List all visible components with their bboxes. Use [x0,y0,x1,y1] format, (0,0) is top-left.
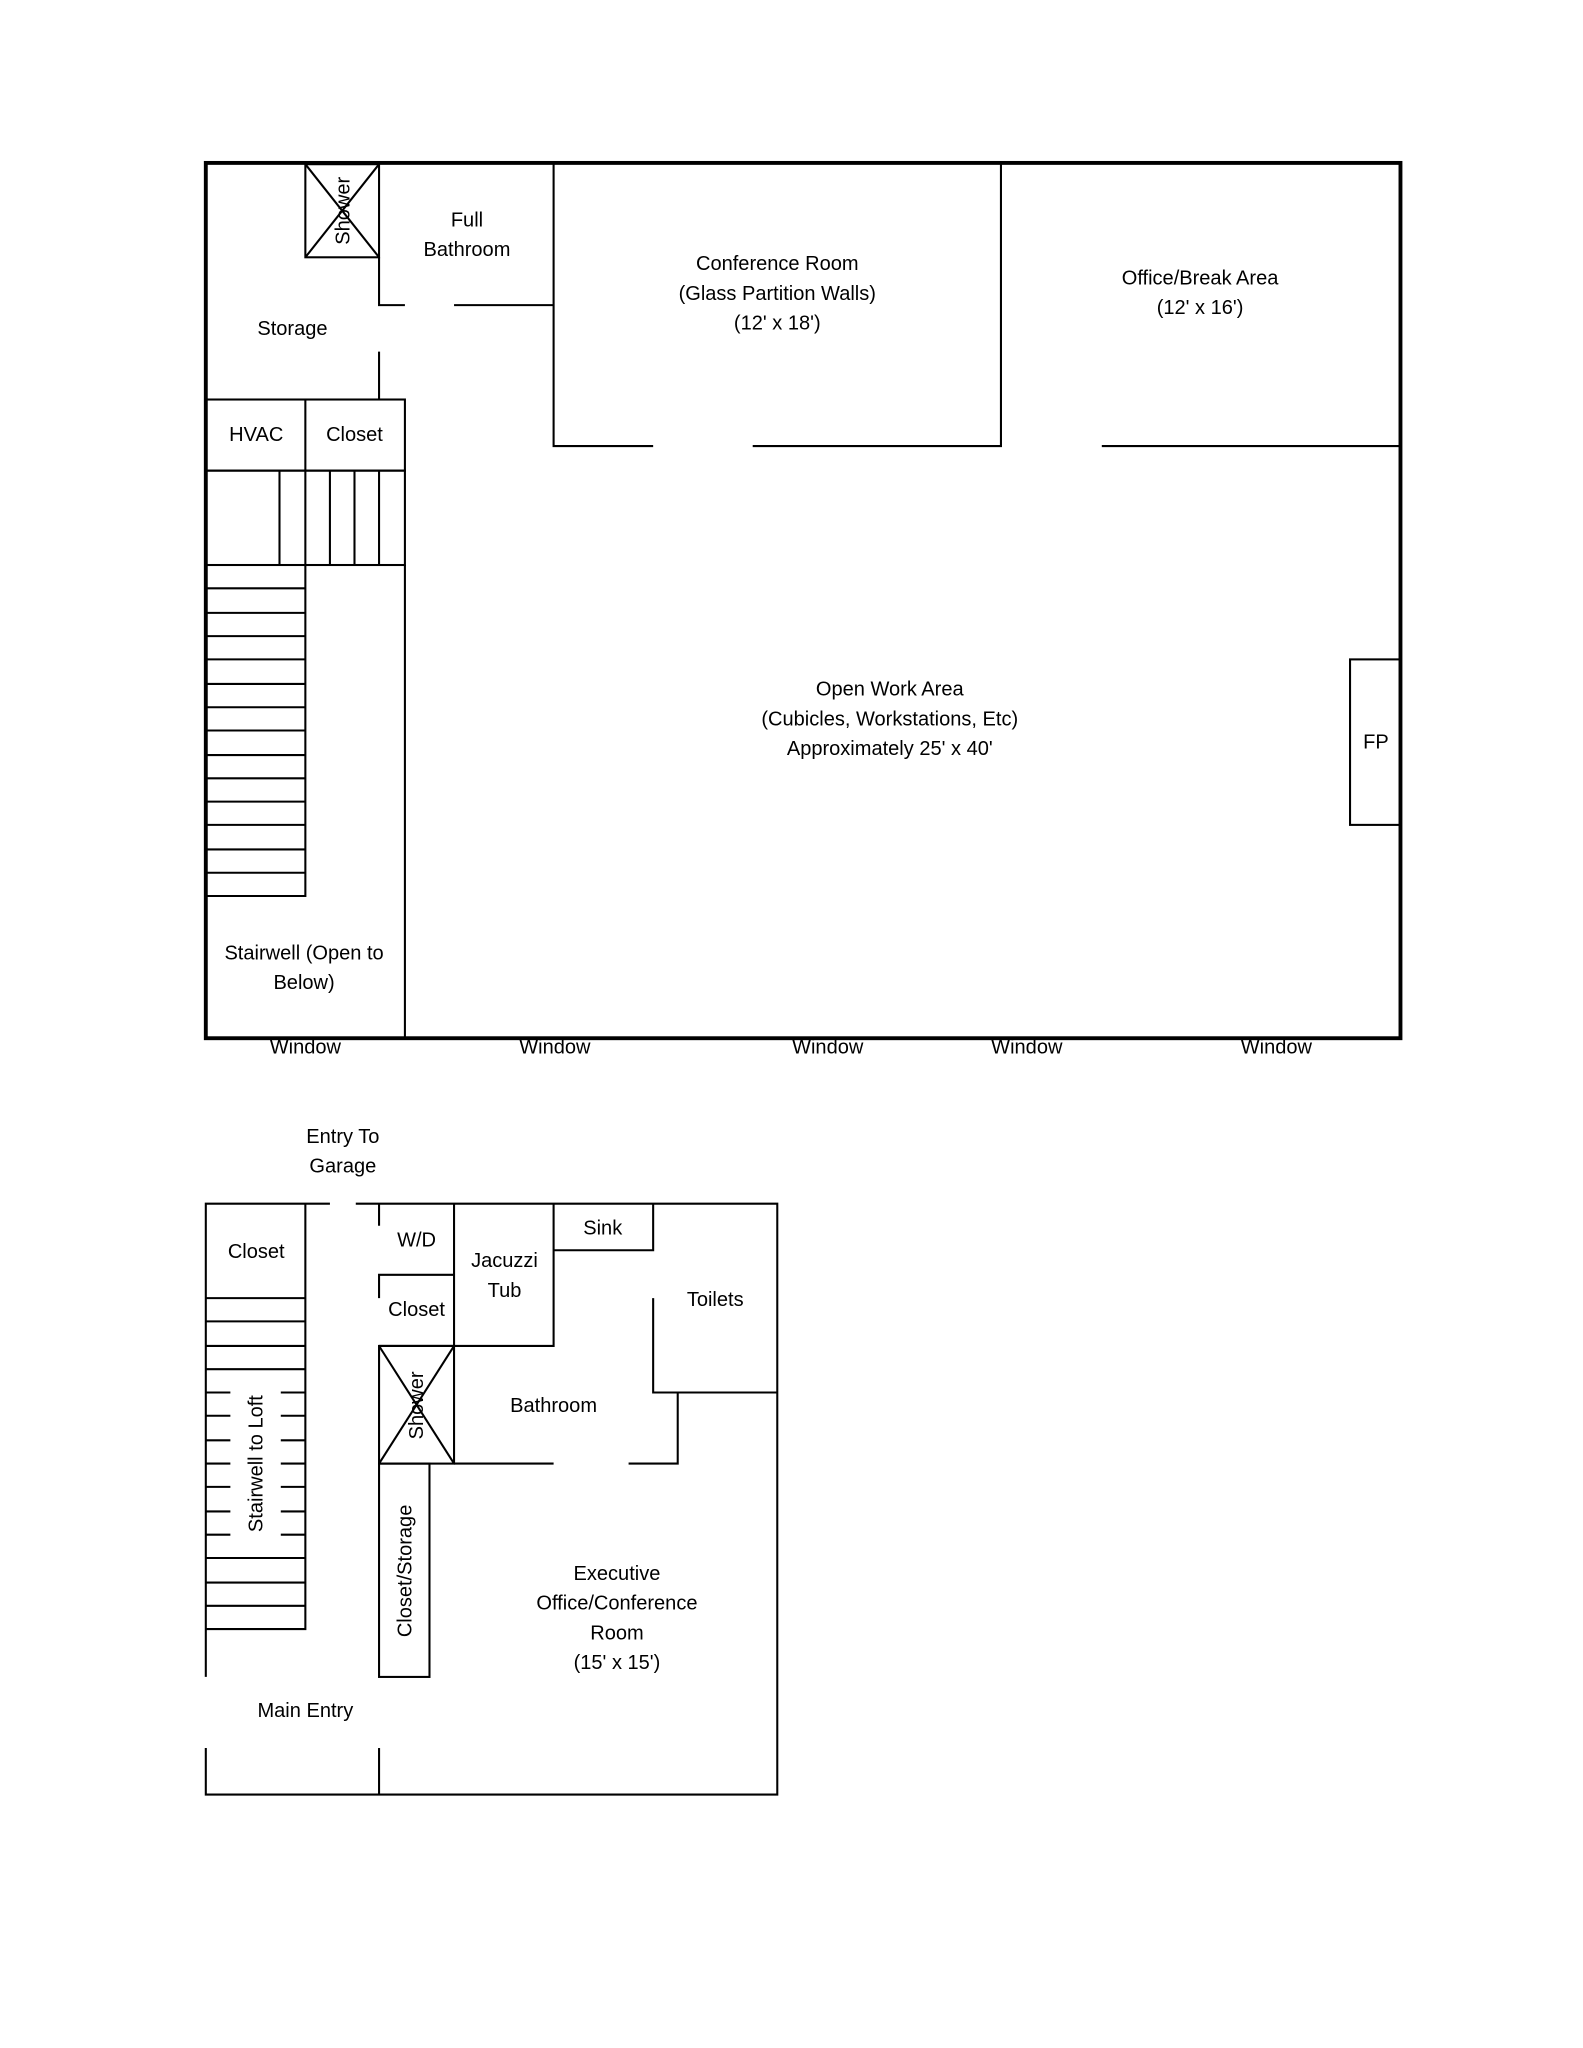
stairwell-loft-label: Stairwell to Loft [246,1395,268,1532]
bathroom-label: Bathroom [510,1395,597,1417]
lower-shower: Shower [378,1344,456,1465]
window-label: Window [519,1037,591,1059]
stairwell-label-1: Stairwell (Open to [224,942,383,964]
fireplace [1349,658,1402,826]
upper-shower: Shower [304,163,381,259]
upper-floor-plan: Shower Full Bathroom Storage Conference … [203,160,1403,1059]
jacuzzi-label-1: Jacuzzi [471,1250,538,1272]
full-bathroom-label-1: Full [451,209,483,231]
office-break-label: Office/Break Area [1122,267,1279,289]
lower-shower-label: Shower [406,1371,428,1439]
jacuzzi-label-2: Tub [488,1280,522,1302]
conference-room-size: (12' x 18') [734,313,821,335]
upper-shower-label: Shower [332,176,354,244]
conference-room-label: Conference Room [696,253,859,275]
lower-floor-plan: Shower Entry To Garage Closet W/D Closet… [204,1126,779,1796]
entry-garage-label-1: Entry To [306,1126,379,1148]
upper-interior-walls [204,164,1402,1039]
window-label: Window [270,1037,342,1059]
window-label: Window [1241,1037,1313,1059]
open-work-area-size: Approximately 25' x 40' [787,738,993,760]
executive-office-label-3: Room [590,1622,643,1644]
small-closet-label: Closet [388,1299,445,1321]
open-work-area-note: (Cubicles, Workstations, Etc) [761,708,1018,730]
entry-garage-label-2: Garage [309,1156,376,1178]
storage-label: Storage [257,318,327,340]
wd-label: W/D [397,1229,436,1251]
lower-outer-wall [204,1202,779,1796]
window-label: Window [792,1037,864,1059]
executive-office-label-2: Office/Conference [536,1593,697,1615]
main-entry-label: Main Entry [257,1700,353,1722]
executive-office-size: (15' x 15') [574,1652,661,1674]
window-label: Window [991,1037,1063,1059]
upper-closet-label: Closet [326,424,383,446]
toilets-label: Toilets [687,1289,744,1311]
stairwell-label-2: Below) [273,972,334,994]
closet-storage-label: Closet/Storage [394,1505,416,1638]
executive-office-label-1: Executive [574,1563,661,1585]
lower-closet-label: Closet [228,1241,285,1263]
conference-room-note: (Glass Partition Walls) [679,283,876,305]
upper-outer-wall [203,160,1403,1041]
open-work-area-label: Open Work Area [816,679,965,701]
office-break-size: (12' x 16') [1157,297,1244,319]
hvac-label: HVAC [229,424,283,446]
fireplace-label: FP [1363,732,1389,754]
full-bathroom-label-2: Bathroom [424,239,511,261]
closet-storage [378,1462,431,1678]
sink-label: Sink [583,1218,623,1240]
